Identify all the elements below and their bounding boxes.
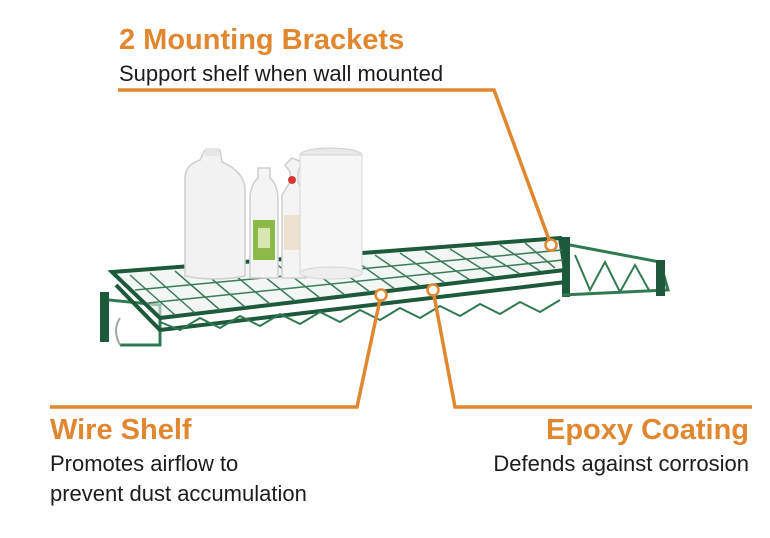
brackets-title: 2 Mounting Brackets <box>119 24 405 56</box>
brackets-description: Support shelf when wall mounted <box>119 61 444 86</box>
wire-shelf-title: Wire Shelf <box>50 414 192 446</box>
wire-shelf-description-line1: Promotes airflow to <box>50 451 239 476</box>
right-mounting-bracket <box>561 237 670 297</box>
jug <box>184 148 246 280</box>
epoxy-description: Defends against corrosion <box>493 451 749 476</box>
paper-towel-roll <box>299 147 363 280</box>
spray-bottle <box>249 167 279 279</box>
epoxy-title: Epoxy Coating <box>545 414 749 446</box>
wire-shelf-description-line2: prevent dust accumulation <box>50 481 307 506</box>
